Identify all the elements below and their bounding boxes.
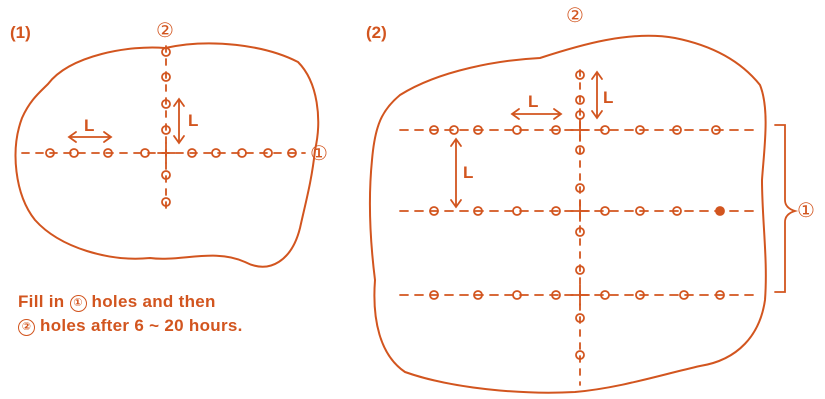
- panel2-row-marker: ①: [797, 200, 815, 222]
- panel2-spacing-arrow-v-top: [591, 70, 603, 120]
- panel1-outline: [14, 42, 320, 268]
- instruction-line-2: ② holes after 6 ~ 20 hours.: [18, 316, 243, 336]
- panel2-row-holes: [429, 125, 725, 300]
- panel1-column-holes: [161, 47, 171, 207]
- row-marker-badge: ①: [69, 295, 87, 312]
- panel1-row-holes: [45, 148, 297, 158]
- panel1-spacing-label-h: L: [84, 116, 94, 135]
- panel2-spacing-label-v-top: L: [603, 88, 613, 107]
- panel1-row-marker: ①: [310, 143, 328, 165]
- panel2-column-holes: [575, 70, 585, 360]
- panel1-spacing-label-v: L: [188, 111, 198, 130]
- panel1-spacing-arrow-h: [67, 131, 113, 143]
- instruction-line-2-text: holes after 6 ~ 20 hours.: [40, 316, 243, 335]
- panel2-outline: [368, 34, 767, 394]
- instruction-line-1: Fill in ① holes and then: [18, 292, 216, 312]
- panel2-spacing-label-v-left: L: [463, 163, 473, 182]
- panel1-spacing-arrow-v: [173, 97, 185, 145]
- column-marker-badge: ②: [18, 319, 35, 336]
- panel2-spacing-arrow-h: [510, 108, 563, 120]
- panel2-spacing-label-h: L: [528, 92, 538, 111]
- panel1-label: (1): [10, 23, 31, 42]
- instruction-prefix: Fill in: [18, 292, 65, 311]
- panel2-label: (2): [366, 23, 387, 42]
- panel1-column-marker: ②: [156, 20, 174, 42]
- panel2-column-marker: ②: [566, 5, 584, 27]
- panel2-row-brace: [774, 124, 799, 293]
- panel2-spacing-arrow-v-left: [450, 137, 462, 209]
- instruction-suffix: holes and then: [91, 292, 216, 311]
